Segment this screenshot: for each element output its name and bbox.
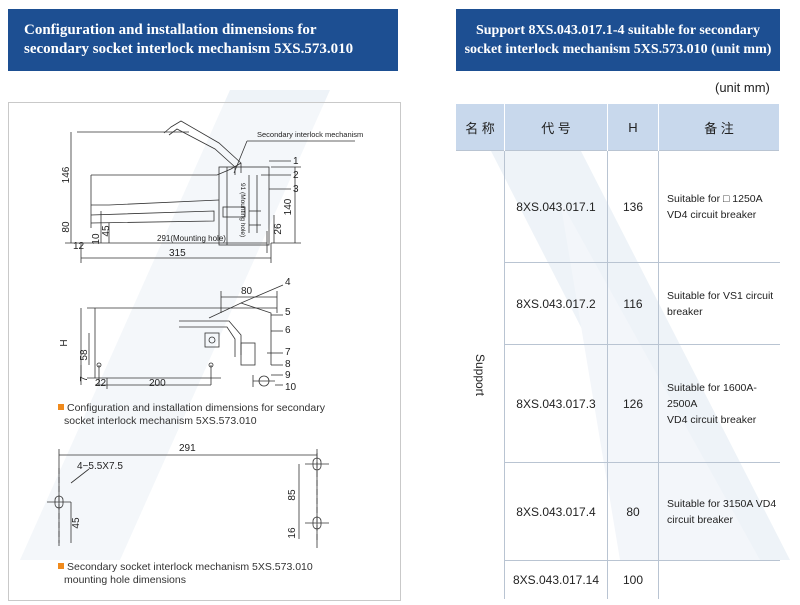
drawing-1-side-view xyxy=(65,120,355,263)
dim-315: 315 xyxy=(169,248,186,259)
caption2-line1: Secondary socket interlock mechanism 5XS… xyxy=(67,561,313,573)
note-cell: Suitable for 3150A VD4 circuit breaker xyxy=(658,462,780,561)
dim3-45: 45 xyxy=(71,517,82,529)
dim3-16: 16 xyxy=(287,527,298,539)
header-remarks: 备 注 xyxy=(658,104,780,151)
category-label: Support xyxy=(473,353,487,396)
dim-140: 140 xyxy=(283,198,294,215)
dim-12: 12 xyxy=(73,241,85,252)
dim-22: 22 xyxy=(95,378,107,389)
dim-45: 45 xyxy=(101,225,112,237)
dim-80: 80 xyxy=(61,221,72,233)
right-header-line2: socket interlock mechanism 5XS.573.010 (… xyxy=(464,42,772,57)
dim-200: 200 xyxy=(149,378,166,389)
bullet-icon xyxy=(58,563,64,569)
table-row: 8XS.043.017.2 116 Suitable for VS1 circu… xyxy=(456,262,780,345)
dim3-291: 291 xyxy=(179,443,196,454)
note-line: Suitable for VS1 circuit xyxy=(667,289,774,302)
h-cell: 116 xyxy=(607,262,659,345)
callout-6: 6 xyxy=(285,325,291,336)
technical-drawings: Secondary interlock mechanism 1 2 3 146 … xyxy=(47,120,363,548)
code-cell: 8XS.043.017.2 xyxy=(504,262,608,345)
support-spec-table: 名 称 代 号 H 备 注 Support 8XS.043.017.1 136 … xyxy=(456,104,780,599)
right-header-line1: Support 8XS.043.017.1-4 suitable for sec… xyxy=(475,23,761,38)
code-cell: 8XS.043.017.14 xyxy=(504,560,608,599)
callout-9: 9 xyxy=(285,370,291,381)
label-mounting-hole: 291(Mounting hole) xyxy=(157,234,226,243)
note-line: breaker xyxy=(667,305,703,318)
caption1-line1: Configuration and installation dimension… xyxy=(67,402,325,414)
dim-58: 58 xyxy=(79,349,90,361)
table-row: 8XS.043.017.3 126 Suitable for 1600A-250… xyxy=(456,344,780,463)
callout-7: 7 xyxy=(285,347,291,358)
drawing-panel: Secondary interlock mechanism 1 2 3 146 … xyxy=(8,102,401,601)
note-line: Suitable for 3150A VD4 xyxy=(667,497,777,510)
left-header-line1: Configuration and installation dimension… xyxy=(24,22,317,38)
header-h: H xyxy=(607,104,659,151)
h-cell: 136 xyxy=(607,150,659,263)
header-code: 代 号 xyxy=(504,104,608,151)
bullet-icon xyxy=(58,404,64,410)
callout-4: 4 xyxy=(285,277,291,288)
dim-H: H xyxy=(59,339,70,346)
table-row: 8XS.043.017.14 100 xyxy=(456,560,780,599)
table-header-row: 名 称 代 号 H 备 注 xyxy=(456,104,780,151)
caption2-line2: mounting hole dimensions xyxy=(64,574,186,586)
callout-5: 5 xyxy=(285,307,291,318)
left-section-header: Configuration and installation dimension… xyxy=(8,9,398,71)
h-cell: 100 xyxy=(607,560,659,599)
note-line: Suitable for □ 1250A xyxy=(667,192,763,205)
note-line: Suitable for 1600A-2500A xyxy=(667,381,757,410)
callout-10: 10 xyxy=(285,382,297,393)
callout-1: 1 xyxy=(293,156,299,167)
dim-7: 7 xyxy=(79,376,90,382)
unit-label: (unit mm) xyxy=(715,80,770,95)
caption-mounting-holes: Secondary socket interlock mechanism 5XS… xyxy=(58,561,313,587)
caption1-line2: socket interlock mechanism 5XS.573.010 xyxy=(64,415,257,427)
dim-10: 10 xyxy=(91,233,102,245)
dim-26: 26 xyxy=(273,223,284,235)
dim-146: 146 xyxy=(61,166,72,183)
category-cell: Support xyxy=(456,150,505,599)
hole-spec: 4−5.5X7.5 xyxy=(77,461,123,472)
label-mounting-vertical: 91 (Mounting hole) xyxy=(239,183,246,237)
drawing-3-hole-layout xyxy=(47,449,329,548)
note-cell: Suitable for 1600A-2500A VD4 circuit bre… xyxy=(658,344,780,463)
caption-installation: Configuration and installation dimension… xyxy=(58,402,325,428)
callout-3: 3 xyxy=(293,184,299,195)
note-cell: Suitable for □ 1250A VD4 circuit breaker xyxy=(658,150,780,263)
table-row: Support 8XS.043.017.1 136 Suitable for □… xyxy=(456,150,780,599)
dim3-85: 85 xyxy=(287,489,298,501)
callout-2: 2 xyxy=(293,170,299,181)
h-cell: 80 xyxy=(607,462,659,561)
header-name: 名 称 xyxy=(456,104,505,151)
drawing-2-front-view xyxy=(80,284,284,389)
note-cell: Suitable for VS1 circuit breaker xyxy=(658,262,780,345)
h-cell: 126 xyxy=(607,344,659,463)
label-secondary-interlock: Secondary interlock mechanism xyxy=(257,130,363,139)
left-header-line2: secondary socket interlock mechanism 5XS… xyxy=(24,41,354,57)
note-line: VD4 circuit breaker xyxy=(667,413,757,426)
right-section-header: Support 8XS.043.017.1-4 suitable for sec… xyxy=(456,9,780,71)
code-cell: 8XS.043.017.3 xyxy=(504,344,608,463)
note-line: VD4 circuit breaker xyxy=(667,208,757,221)
callout-8: 8 xyxy=(285,359,291,370)
dim2-80: 80 xyxy=(241,286,253,297)
code-cell: 8XS.043.017.4 xyxy=(504,462,608,561)
note-line: circuit breaker xyxy=(667,513,733,526)
table-row: 8XS.043.017.4 80 Suitable for 3150A VD4 … xyxy=(456,462,780,561)
code-cell: 8XS.043.017.1 xyxy=(504,150,608,263)
note-cell xyxy=(658,560,780,599)
